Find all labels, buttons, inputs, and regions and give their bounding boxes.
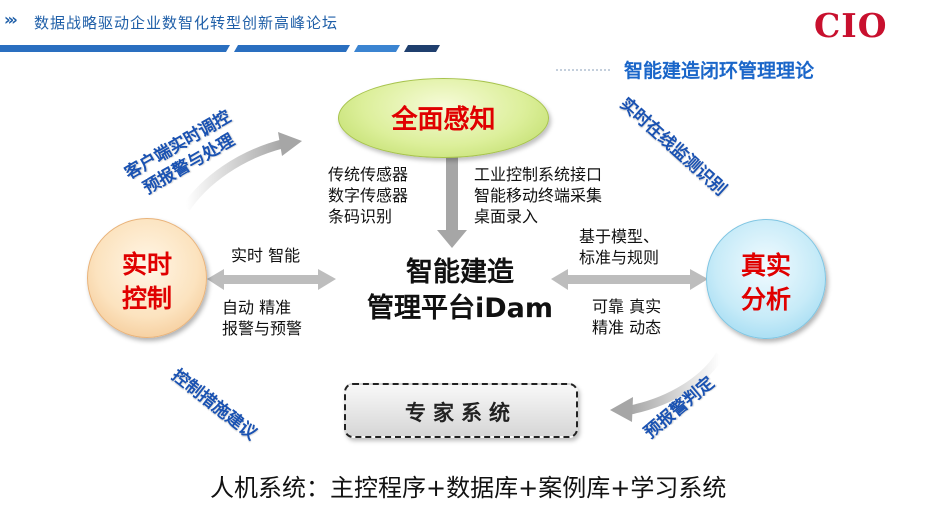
input-item: 智能移动终端采集 <box>474 186 603 205</box>
logo-text: CIO <box>814 6 887 42</box>
control-bottom-line: 自动 精准 <box>222 298 292 317</box>
human-machine-system-text: 人机系统：主控程序+数据库+案例库+学习系统 <box>210 474 727 502</box>
perception-node: 全面感知 <box>338 78 549 158</box>
control-node: 实时 控制 <box>87 218 207 338</box>
center-title-line1: 智能建造 <box>406 257 514 288</box>
control-label-line1: 实时 <box>121 250 172 279</box>
client-curve-arrow <box>182 132 302 211</box>
analysis-label-line1: 真实 <box>740 251 791 280</box>
control-label-line2: 控制 <box>121 284 172 313</box>
header-chevrons: ››› <box>4 10 18 29</box>
center-platform-title: 智能建造 管理平台iDam <box>346 255 574 327</box>
sensor-item: 传统传感器 <box>328 165 409 184</box>
analysis-top-text: 基于模型、 标准与规则 <box>579 226 659 268</box>
expert-system-label: 专家系统 <box>405 401 517 425</box>
analysis-bottom-text: 可靠 真实 精准 动态 <box>592 296 661 338</box>
input-item: 桌面录入 <box>474 207 539 226</box>
sensor-item: 条码识别 <box>328 207 393 226</box>
center-title-line2: 管理平台iDam <box>366 293 554 324</box>
sensor-list: 传统传感器 数字传感器 条码识别 <box>328 164 408 227</box>
cio-logo: CIO <box>814 6 887 42</box>
control-bottom-text: 自动 精准 报警与预警 <box>222 297 302 339</box>
control-top-text: 实时 智能 <box>231 246 301 265</box>
analysis-bottom-line: 精准 动态 <box>592 318 662 337</box>
analysis-node: 真实 分析 <box>706 219 826 339</box>
sensor-item: 数字传感器 <box>328 186 409 205</box>
alarm-curve-arrow <box>610 352 724 422</box>
input-item: 工业控制系统接口 <box>474 165 603 184</box>
analysis-top-line: 基于模型、 <box>579 227 660 246</box>
analysis-double-arrow <box>551 269 708 290</box>
analysis-top-line: 标准与规则 <box>579 248 660 267</box>
analysis-bottom-line: 可靠 真实 <box>592 297 662 316</box>
perception-down-arrow <box>437 157 467 248</box>
header-stripe-bar <box>0 45 440 52</box>
perception-label: 全面感知 <box>391 105 496 135</box>
analysis-label-line2: 分析 <box>740 285 791 314</box>
diagram-subtitle: 智能建造闭环管理理论 <box>624 60 815 82</box>
header-title: 数据战略驱动企业数智化转型创新高峰论坛 <box>34 14 339 32</box>
input-list: 工业控制系统接口 智能移动终端采集 桌面录入 <box>474 164 602 227</box>
control-bottom-line: 报警与预警 <box>222 319 303 338</box>
expert-system-node: 专家系统 <box>344 383 578 438</box>
control-double-arrow <box>207 269 336 290</box>
